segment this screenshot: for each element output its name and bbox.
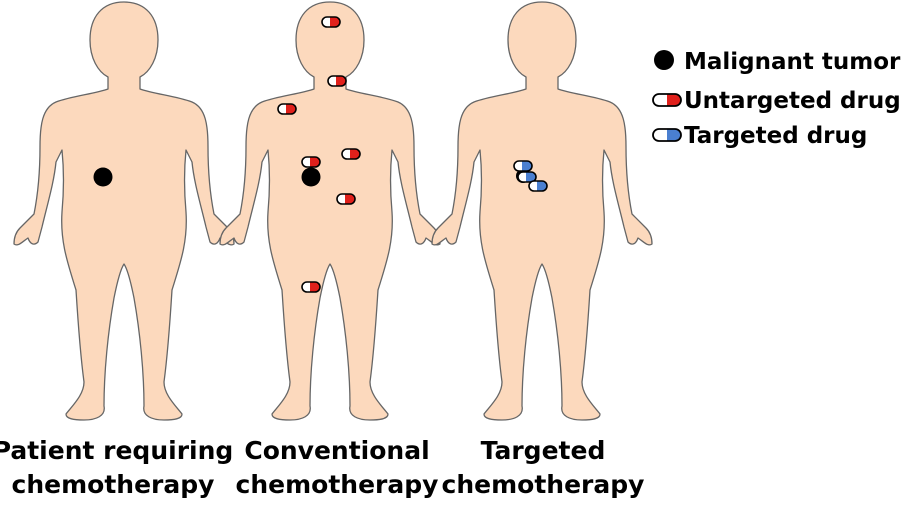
caption-patient: Patient requiring chemotherapy xyxy=(0,436,233,499)
caption-conventional-line1: Conventional xyxy=(244,436,429,465)
untargeted-drug-capsules xyxy=(277,16,361,293)
tumor-marker-patient xyxy=(93,167,113,187)
caption-targeted-line2: chemotherapy xyxy=(442,470,645,499)
caption-conventional: Conventional chemotherapy xyxy=(236,436,439,499)
tumor-marker-conventional xyxy=(301,167,321,187)
capsule-icon xyxy=(277,103,297,115)
caption-patient-line2: chemotherapy xyxy=(12,470,215,499)
capsule-icon xyxy=(301,281,321,293)
capsule-icon xyxy=(517,171,537,183)
caption-patient-line1: Patient requiring xyxy=(0,436,233,465)
legend-targeted-capsule-icon xyxy=(652,128,682,142)
capsule-icon xyxy=(336,193,356,205)
caption-targeted-line1: Targeted xyxy=(481,436,606,465)
capsule-icon xyxy=(513,160,533,172)
capsule-icon xyxy=(528,180,548,192)
legend-untargeted-capsule-icon xyxy=(652,93,682,107)
caption-conventional-line2: chemotherapy xyxy=(236,470,439,499)
human-figure-patient xyxy=(13,1,235,421)
legend-tumor-label: Malignant tumor xyxy=(684,49,901,75)
human-figure-targeted xyxy=(431,1,653,421)
capsule-icon xyxy=(321,16,341,28)
human-figure-conventional xyxy=(219,1,441,421)
capsule-icon xyxy=(327,75,347,87)
legend: Malignant tumor Untargeted drug Targeted… xyxy=(652,49,901,149)
legend-tumor-icon xyxy=(654,50,674,70)
legend-untargeted-label: Untargeted drug xyxy=(684,88,901,114)
capsule-icon xyxy=(341,148,361,160)
caption-targeted: Targeted chemotherapy xyxy=(442,436,645,499)
legend-targeted-label: Targeted drug xyxy=(684,123,867,149)
targeted-drug-cluster xyxy=(513,160,548,192)
capsule-icon xyxy=(301,156,321,168)
